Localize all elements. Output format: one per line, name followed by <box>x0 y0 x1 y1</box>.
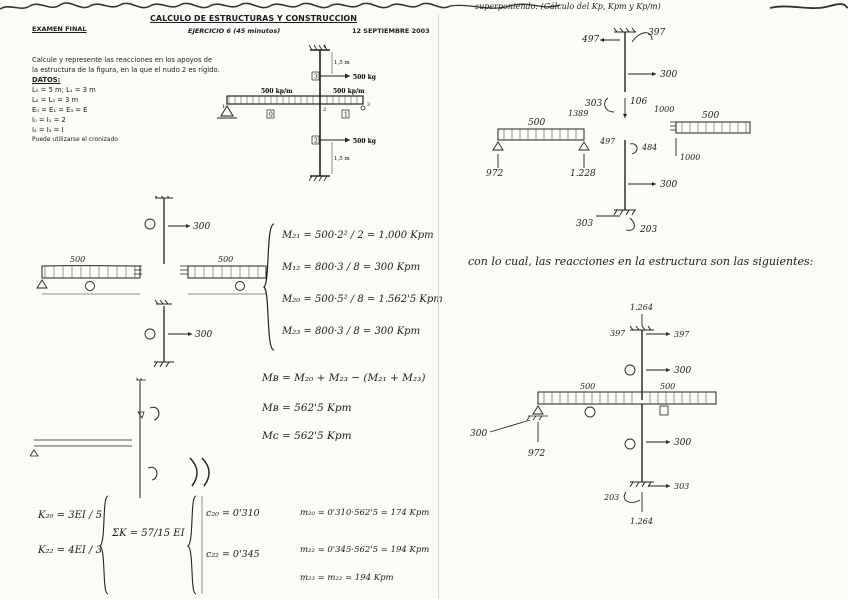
final-300-left: 300 <box>470 429 487 439</box>
exam-date: 12 SEPTIEMBRE 2003 <box>352 27 430 35</box>
statement-line-1: Calcule y represente las reacciones en l… <box>32 56 213 64</box>
bar-label-1: 1 <box>344 112 348 119</box>
reaction-1228: 1.228 <box>570 169 596 179</box>
stiffness-sum: ΣK = 57/15 EI <box>112 528 185 539</box>
reaction-397: 397 <box>648 28 665 38</box>
problem-figure: 500 kp/m 500 kp/m 500 kg 500 kg 1,5 m 1,… <box>217 44 377 182</box>
reaction-1000-a: 1000 <box>654 105 674 114</box>
final-load-500-left: 500 <box>580 382 595 391</box>
moment-mb-equation: Mʙ = M₂₀ + M₂₃ − (M₂₁ + M₂₃) <box>262 372 426 384</box>
reaction-497-b: 497 <box>599 137 616 146</box>
reaction-303-a: 303 <box>585 99 602 109</box>
moment-m12: M₁₂ = 800·3 / 8 = 300 Kpm <box>282 262 421 273</box>
final-397-right: 397 <box>674 330 690 339</box>
reaction-203: 203 <box>639 225 657 235</box>
reaction-106: 106 <box>630 97 647 107</box>
node-label-2: 2 <box>323 107 326 113</box>
left-page: EXAMEN FINAL CALCULO DE ESTRUCTURAS Y CO… <box>30 14 443 595</box>
dato-4: I₀ = I₁ = 2 <box>32 116 66 124</box>
datos-label: DATOS: <box>32 76 61 84</box>
force-label-bottom: 500 kg <box>353 138 377 145</box>
reaction-1000-b: 1000 <box>680 153 700 162</box>
node-label-4: 4 <box>323 44 326 50</box>
node-label-3: 3 <box>367 102 370 108</box>
dim-label-1: 1,5 m <box>334 60 350 66</box>
moment-m23-result: m₂₃ = m₂₂ = 194 Kpm <box>300 573 394 583</box>
statement-line-2: la estructura de la figura, en la que el… <box>32 66 220 74</box>
final-load-500-right: 500 <box>660 382 675 391</box>
stiffness-k22: K₂₂ = 4EI / 3 <box>38 545 102 556</box>
bar-label-3: 3 <box>314 74 318 81</box>
final-300-bottom: 300 <box>674 438 691 448</box>
moment-m21: M₂₁ = 500·2² / 2 = 1.000 Kpm <box>282 230 434 241</box>
final-300-top: 300 <box>674 366 691 376</box>
moment-m22-result: m₂₂ = 0'345·562'5 = 194 Kpm <box>300 545 430 555</box>
reaction-300-b: 300 <box>660 180 677 190</box>
right-page: superponiendo: (Cálculo del Kp, Kpm y Kp… <box>440 0 848 599</box>
bar-label-2: 2 <box>314 138 318 145</box>
reaction-303-b: 303 <box>576 219 593 229</box>
dato-2: L₂ = L₃ = 3 m <box>32 96 79 104</box>
page-divider <box>438 14 439 599</box>
coefficient-c22: c₂₂ = 0'345 <box>206 549 260 560</box>
load-500-b: 500 <box>702 111 719 121</box>
exercise-label: EJERCICIO 6 (45 minutos) <box>188 27 281 35</box>
final-203: 203 <box>603 493 619 502</box>
hand-sketch-structure: 300 500 500 300 <box>36 196 267 368</box>
left-300-label-a: 300 <box>193 222 210 232</box>
reaction-1389: 1389 <box>568 109 588 118</box>
left-500-label-b: 500 <box>218 255 233 264</box>
exam-title: EXAMEN FINAL <box>32 25 87 33</box>
statement-note: Puede utilizarse el cronizado <box>32 136 118 143</box>
bar-label-0: 0 <box>269 112 273 119</box>
moment-mb: Mʙ = 562'5 Kpm <box>262 402 352 414</box>
brace-left-1 <box>263 223 275 351</box>
final-reactions-diagram: 1.264 397 397 300 500 500 300 972 <box>470 303 717 526</box>
load-500-a: 500 <box>528 118 545 128</box>
course-title: CALCULO DE ESTRUCTURAS Y CONSTRUCCION <box>150 14 357 23</box>
final-397-left: 397 <box>610 329 626 338</box>
dato-3: E₀ = E₁ = E₃ = E <box>32 106 88 114</box>
left-500-label-a: 500 <box>70 255 85 264</box>
stiffness-k20: K₂₀ = 3EI / 5 <box>38 510 102 521</box>
top-scribble-strip <box>0 2 848 10</box>
load-label-left: 500 kp/m <box>261 88 293 95</box>
reaction-484: 484 <box>641 143 657 152</box>
reaction-497: 497 <box>581 35 599 45</box>
node-sketch <box>30 378 210 498</box>
right-top-note: superponiendo: (Cálculo del Kp, Kpm y Kp… <box>475 2 661 11</box>
moment-m23: M₂₃ = 800·3 / 8 = 300 Kpm <box>282 326 421 337</box>
final-1264-bottom: 1.264 <box>630 517 653 526</box>
load-label-right: 500 kp/m <box>333 88 365 95</box>
final-1264-top: 1.264 <box>630 303 653 312</box>
dim-label-2: 1,5 m <box>334 156 350 162</box>
final-972: 972 <box>528 449 545 459</box>
node-label-1: 1 <box>222 104 225 110</box>
moment-mc: Mᴄ = 562'5 Kpm <box>262 430 352 442</box>
force-label-top: 500 kg <box>353 74 377 81</box>
moment-m20: M₂₀ = 500·5² / 8 = 1.562'5 Kpm <box>282 294 443 305</box>
moment-m20-result: m₂₀ = 0'310·562'5 = 174 Kpm <box>300 508 430 518</box>
left-300-label-b: 300 <box>195 330 212 340</box>
bottom-formulas <box>99 495 203 595</box>
dato-1: L₀ = 5 m; L₁ = 3 m <box>32 86 96 94</box>
final-303: 303 <box>674 482 689 491</box>
coefficient-c20: c₂₀ = 0'310 <box>206 508 260 519</box>
free-body-diagram-upper: 497 397 300 106 303 500 1389 972 1.228 5… <box>486 27 751 235</box>
conclusion-sentence: con lo cual, las reacciones en la estruc… <box>468 255 814 268</box>
reaction-972: 972 <box>486 169 503 179</box>
reaction-300-a: 300 <box>660 70 677 80</box>
dato-5: I₂ = I₃ = I <box>32 126 64 134</box>
problem-statement: Calcule y represente las reacciones en l… <box>32 55 242 145</box>
